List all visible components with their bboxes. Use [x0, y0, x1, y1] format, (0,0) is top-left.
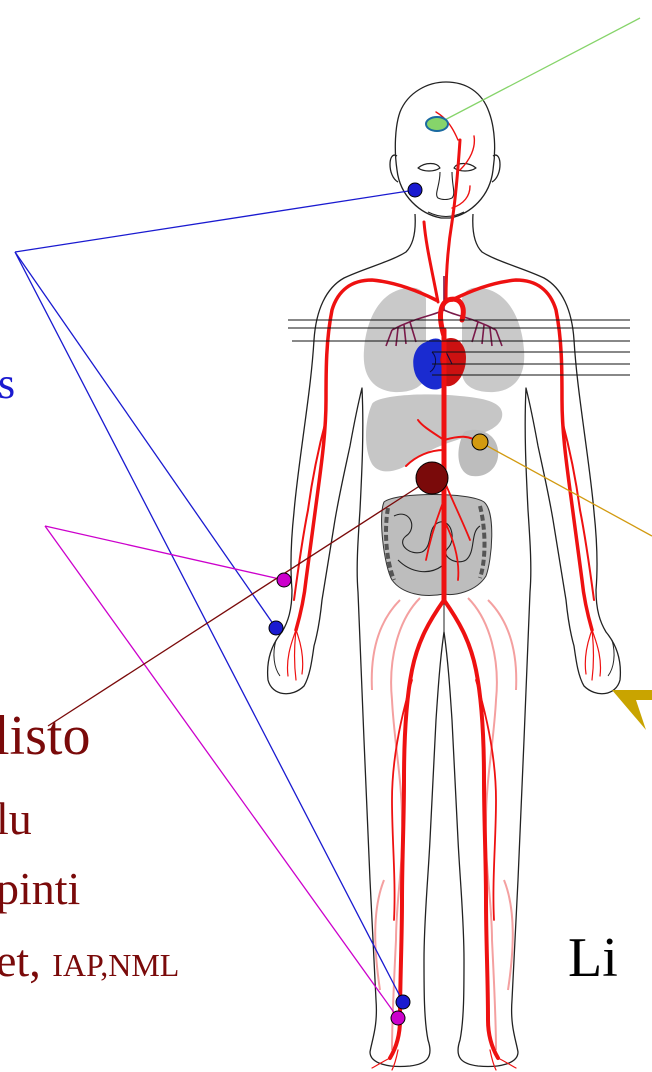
aorta-marker	[416, 462, 448, 494]
renal-marker	[472, 434, 488, 450]
list-item-1: lu	[0, 796, 32, 842]
blue-label-fragment: s	[0, 362, 15, 406]
vasculitis-heading: listo	[0, 708, 90, 764]
arteries	[287, 112, 600, 1070]
green-callout-line	[437, 18, 640, 124]
temporal-marker	[408, 183, 422, 197]
darkred-callout-line	[48, 478, 432, 726]
list-item-3-main: et,	[0, 935, 52, 986]
ankle-blue-marker	[396, 995, 410, 1009]
gold-letter-fragment	[612, 690, 652, 730]
wrist-magenta-marker	[277, 573, 291, 587]
head-marker	[426, 117, 448, 131]
list-item-3-small: IAP,NML	[52, 947, 179, 983]
magenta-callout-line-wrist	[45, 526, 284, 580]
blue-callout-line-wrist	[15, 252, 276, 628]
list-item-2: pinti	[0, 866, 80, 912]
wrist-blue-marker	[269, 621, 283, 635]
callout-lines	[15, 18, 652, 1018]
list-item-3: et, IAP,NML	[0, 938, 179, 984]
ankle-magenta-marker	[391, 1011, 405, 1025]
right-label-fragment: Li	[568, 930, 618, 986]
blue-callout-line-temporal	[15, 190, 415, 252]
intestines	[382, 495, 492, 596]
